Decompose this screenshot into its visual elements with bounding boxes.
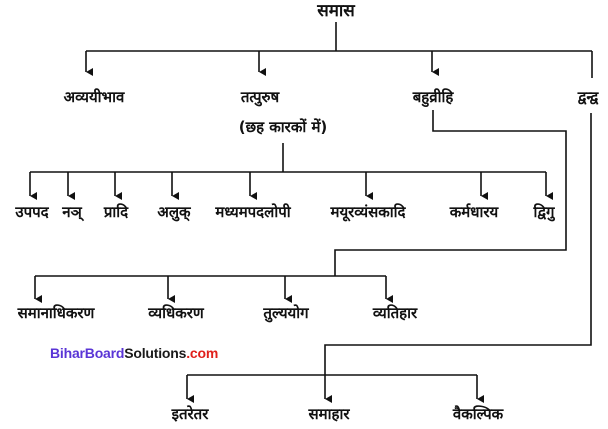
- node-vyatihar: व्यतिहार: [372, 304, 418, 322]
- node-avyayibhav: अव्ययीभाव: [63, 88, 125, 106]
- node-nan: नञ्: [62, 203, 82, 221]
- node-upapad: उपपद: [15, 203, 49, 221]
- node-aluk: अलुक्: [157, 203, 191, 221]
- node-itaretar: इतरेतर: [171, 405, 209, 423]
- node-samanadhikaran: समानाधिकरण: [17, 304, 95, 322]
- node-karmadharay: कर्मधारय: [449, 203, 499, 221]
- watermark-part-com: .com: [186, 345, 219, 361]
- node-samahar: समाहार: [308, 405, 350, 423]
- node-vaikalpik: वैकल्पिक: [452, 405, 504, 423]
- node-madhyampadlopi: मध्यमपदलोपी: [215, 203, 291, 221]
- node-mayurvyansakadi: मयूरव्यंसकादि: [330, 203, 406, 221]
- node-vyadhikaran: व्यधिकरण: [148, 304, 204, 322]
- node-dvigu: द्विगु: [533, 203, 555, 221]
- watermark-part-solutions: Solutions: [124, 345, 187, 361]
- watermark-text: BiharBoardSolutions.com: [50, 345, 218, 361]
- root-node-samas: समास: [317, 1, 355, 21]
- watermark-part-biharboard: BiharBoard: [50, 345, 125, 361]
- node-pradi: प्रादि: [103, 203, 129, 221]
- node-tatpurush: तत्पुरुष: [240, 88, 280, 106]
- node-dvandva: द्वन्द्व: [577, 88, 599, 106]
- node-tatpurush-note: (छह कारकों में): [238, 118, 328, 136]
- node-bahuvrihi: बहुव्रीहि: [412, 88, 454, 106]
- node-tulyayog: तुल्ययोग: [263, 304, 309, 322]
